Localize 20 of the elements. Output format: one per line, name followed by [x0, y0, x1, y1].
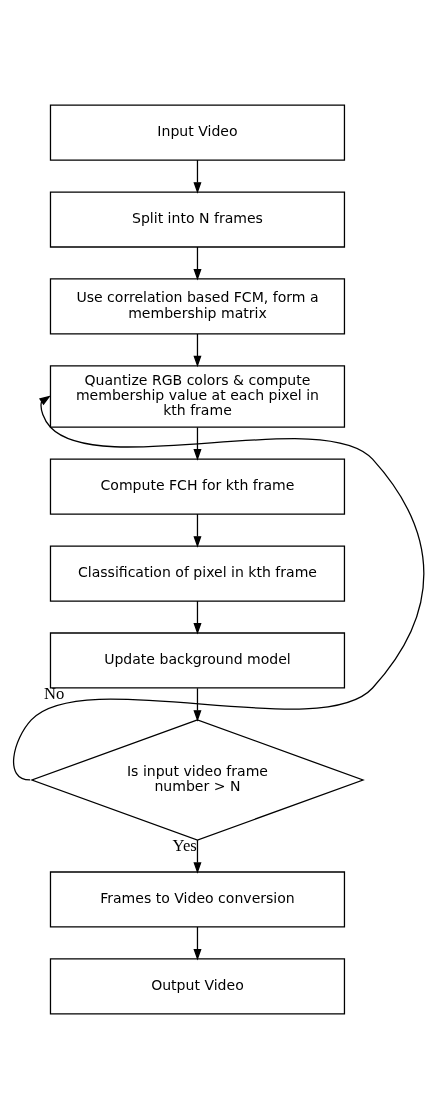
arrow: [193, 599, 202, 635]
arrow: [193, 513, 202, 548]
node-box: Classification of pixel in kth frame: [49, 544, 346, 602]
arrow: [193, 687, 202, 722]
arrow: [193, 426, 202, 461]
arrow: [193, 925, 202, 961]
node-box: Input Video: [49, 103, 346, 161]
arrow: [193, 158, 202, 194]
arrow: [193, 245, 202, 281]
arrow: [13, 394, 425, 781]
arrow: [193, 332, 202, 367]
arrow: [193, 838, 202, 874]
node-box: Quantize RGB colors & compute membership value at each pixel in kth frame: [49, 364, 346, 428]
node-box: Update background model: [49, 631, 346, 689]
node-box: Frames to Video conversion: [49, 870, 346, 928]
node-box: Use correlation based FCM, form a membership matrix: [49, 277, 346, 335]
node-box: Compute FCH for kth frame: [49, 458, 346, 515]
node-box: Output Video: [49, 957, 346, 1015]
node-box: Split into N frames: [49, 190, 346, 248]
node-diamond: Is input video frame number > N: [30, 718, 365, 841]
